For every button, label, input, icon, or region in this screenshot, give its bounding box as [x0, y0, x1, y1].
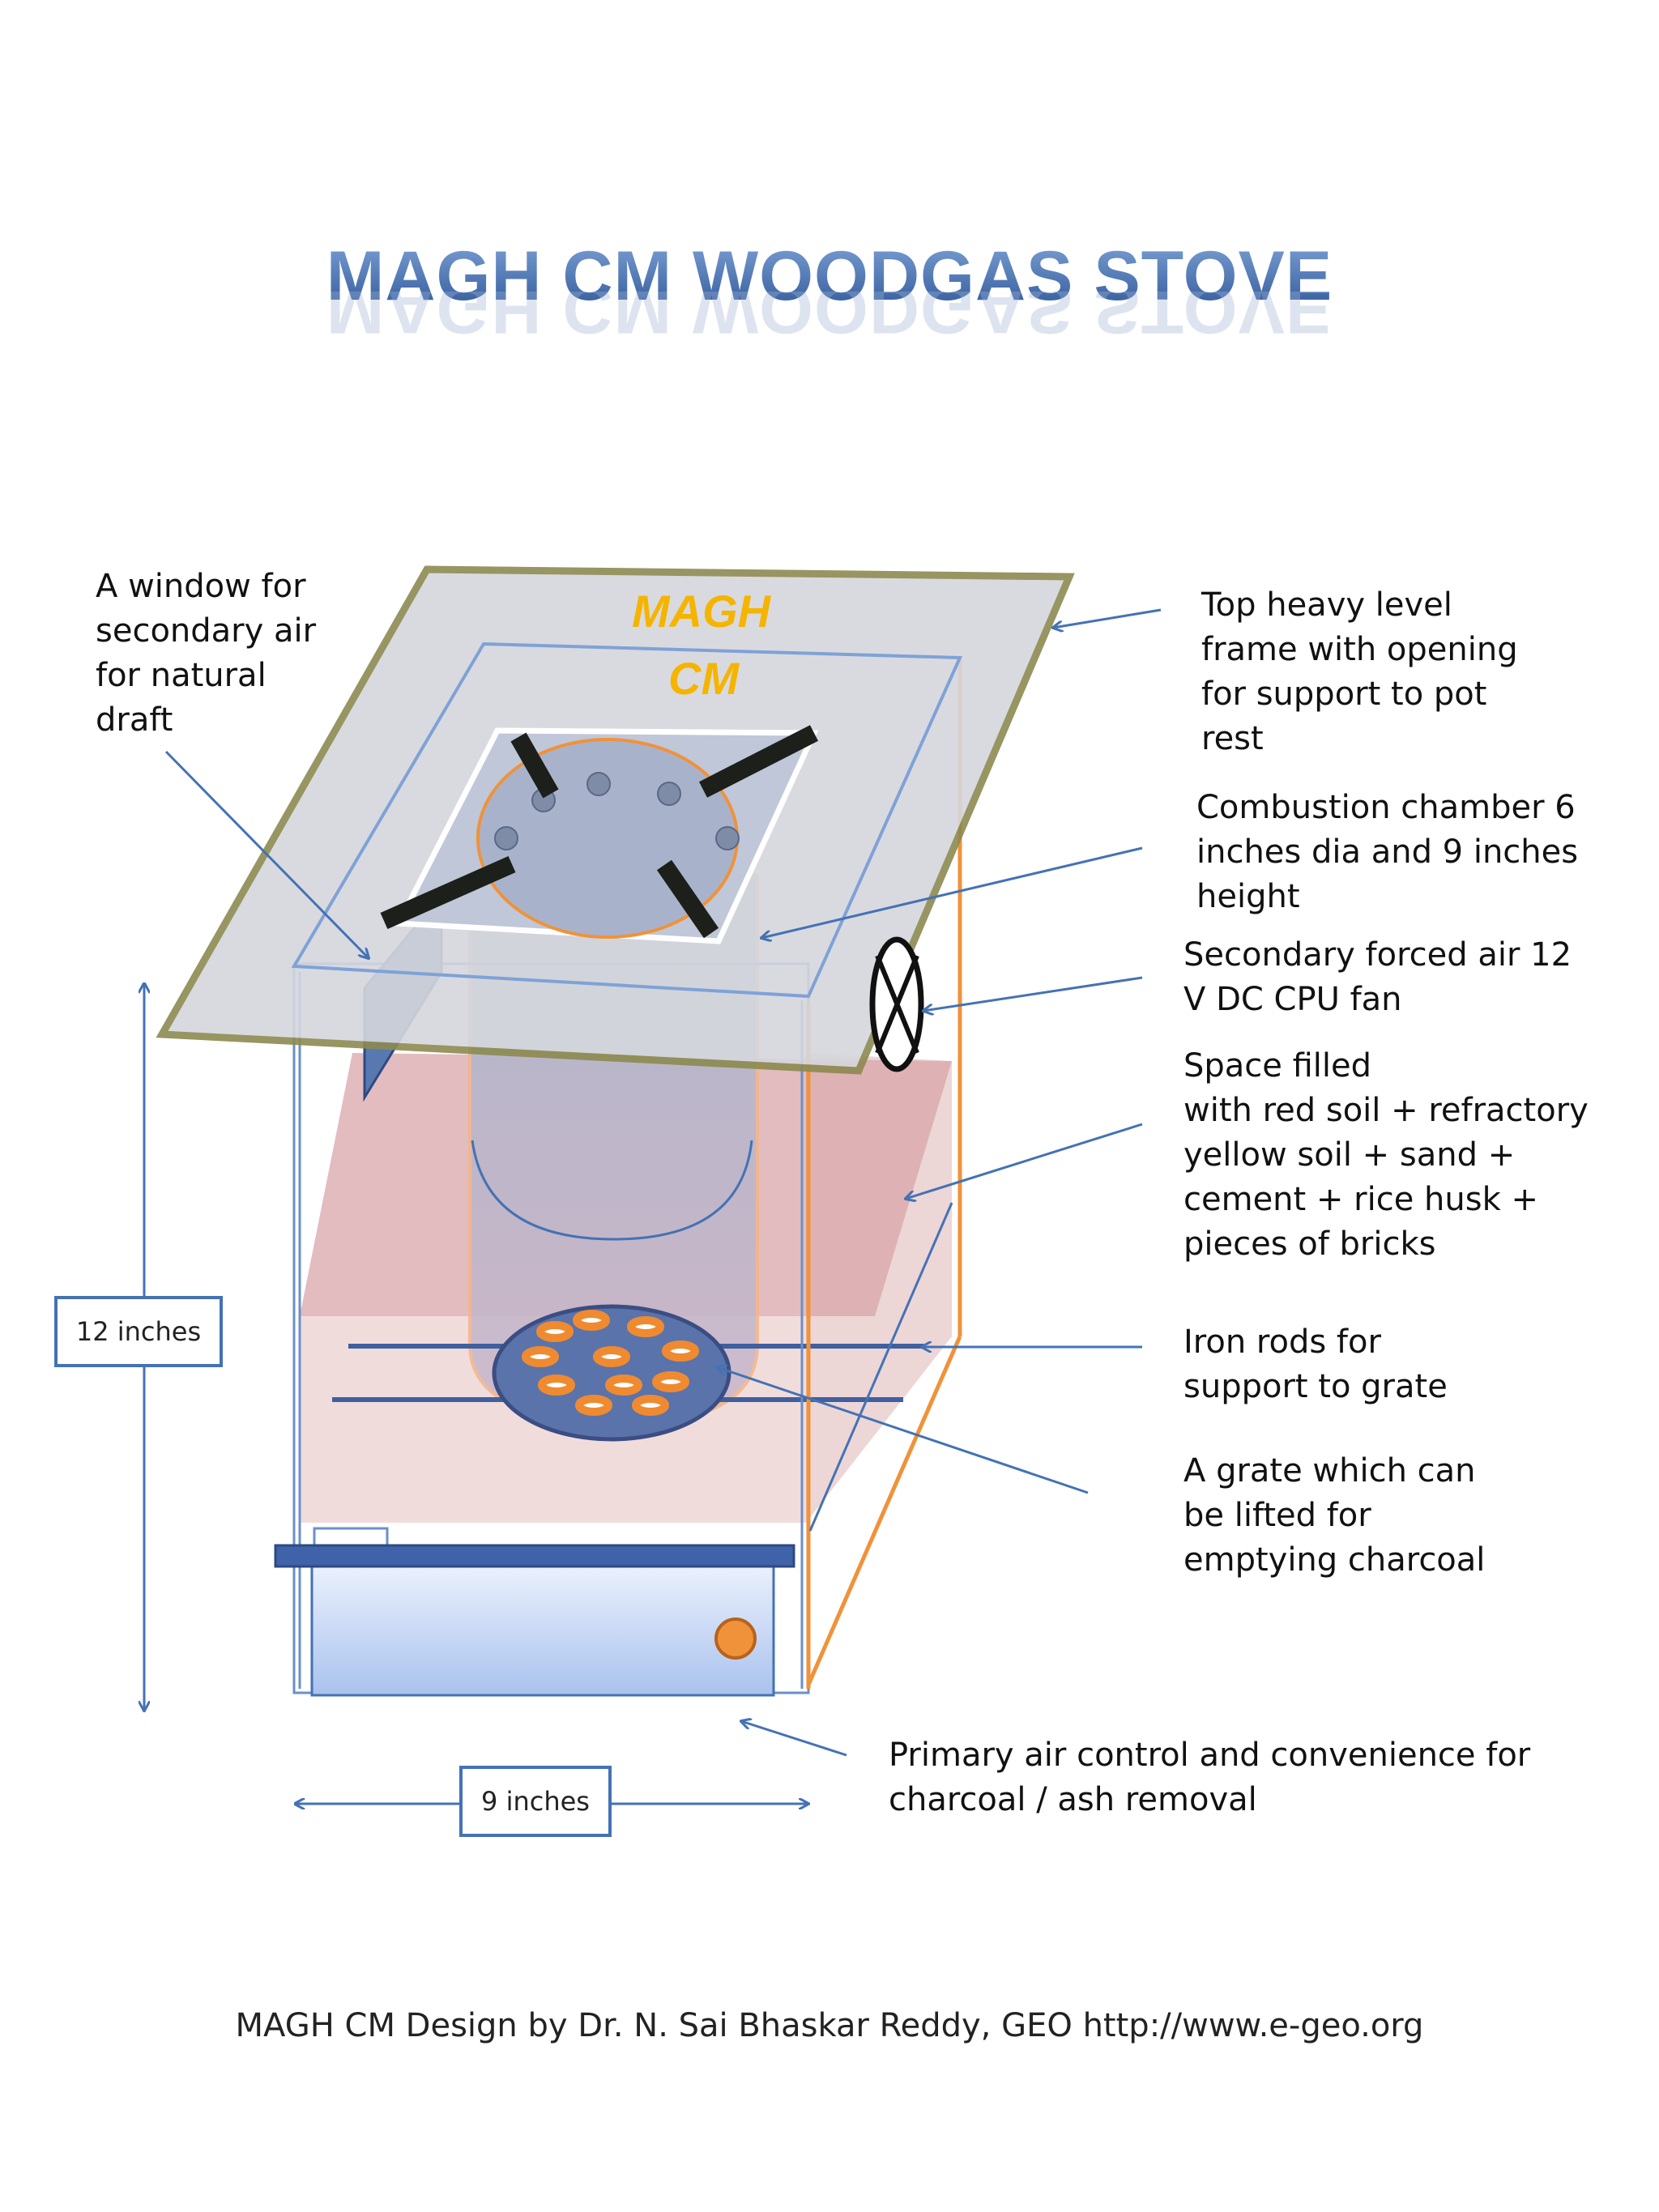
label-primary-air: Primary air control and convenience for … [889, 1737, 1531, 1818]
label-top-frame: Top heavy level frame with opening for s… [1201, 586, 1518, 757]
ash-drawer [310, 1558, 775, 1697]
pot-rest-bars [380, 725, 819, 939]
label-fan: Secondary forced air 12 V DC CPU fan [1183, 936, 1572, 1018]
grate [492, 1304, 731, 1442]
drawer-handle-tab [313, 1527, 389, 1548]
chamber-inner-arc [471, 1140, 753, 1241]
brand-cm: CM [668, 653, 740, 704]
drawer-top-lip [274, 1544, 795, 1568]
brand-magh: MAGH [632, 586, 771, 637]
label-combustion-chamber: Combustion chamber 6 inches dia and 9 in… [1196, 789, 1579, 915]
label-iron-rods: Iron rods for support to grate [1183, 1323, 1448, 1405]
grate-holes [522, 1310, 699, 1416]
page-title: MAGH CM WOODGAS STOVE [0, 237, 1659, 317]
footer-credit: MAGH CM Design by Dr. N. Sai Bhaskar Red… [235, 2007, 1424, 2044]
inner-frame [291, 641, 963, 999]
height-dimension-label: 12 inches [54, 1296, 223, 1367]
label-window: A window for secondary air for natural d… [96, 568, 317, 739]
label-soil-space: Space filled with red soil + refractory … [1183, 1047, 1589, 1263]
label-grate: A grate which can be lifted for emptying… [1183, 1452, 1486, 1579]
air-control-knob [714, 1617, 757, 1660]
soil-side-edge [808, 1202, 953, 1532]
width-dimension-label: 9 inches [459, 1766, 612, 1837]
